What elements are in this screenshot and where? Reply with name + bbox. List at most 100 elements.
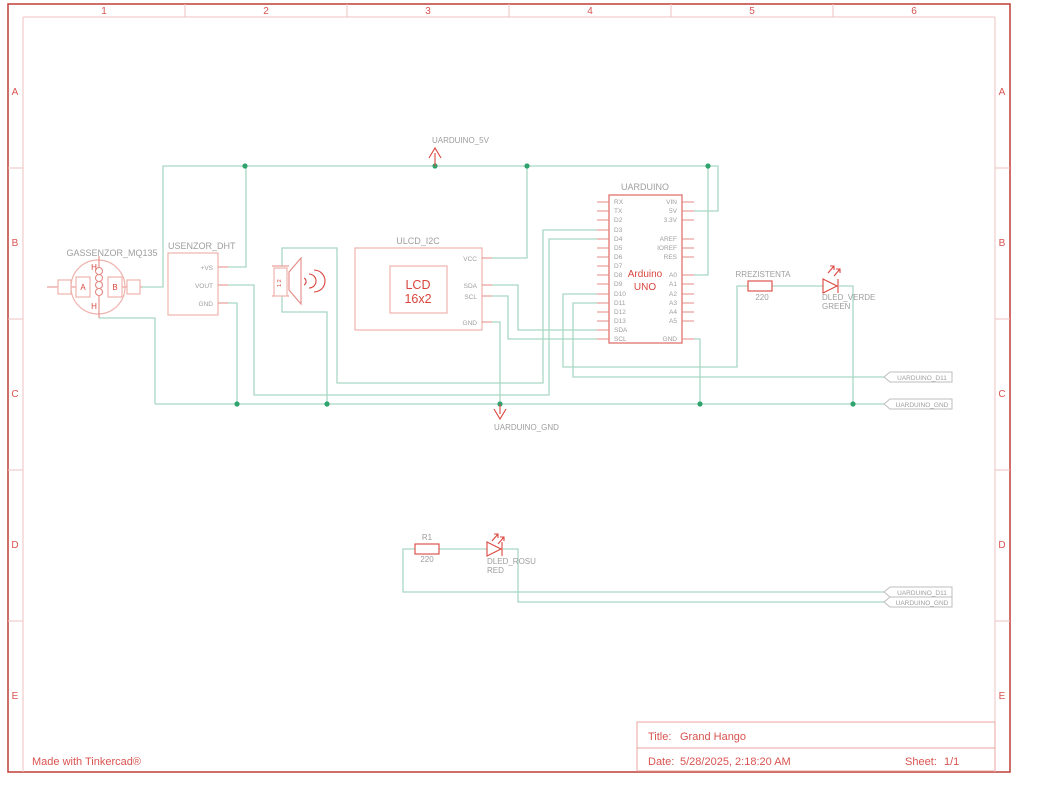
wire-r1-left[interactable] — [402, 548, 884, 593]
frame-col-6: 6 — [911, 6, 917, 17]
lcd-pin-sda: SDA — [464, 283, 478, 290]
wire-lcd-sda[interactable] — [492, 284, 597, 331]
net-flag-gnd-upper[interactable]: UARDUINO_GND — [883, 398, 953, 410]
power-5v-label: UARDUINO_5V — [432, 136, 490, 145]
title-label: Title: — [648, 731, 671, 743]
arduino-pin-d3: D3 — [614, 227, 623, 234]
arduino-pin-d7: D7 — [614, 263, 623, 270]
wire-speaker-gnd[interactable] — [281, 296, 328, 404]
frame-row-c-right: C — [998, 389, 1005, 400]
lcd-display-line2: 16x2 — [404, 292, 431, 306]
arduino-pin-rx: RX — [614, 199, 624, 206]
net-flag-d11-lower[interactable]: UARDUINO_D11 — [883, 586, 953, 598]
arduino-pin-gnd: GND — [663, 336, 678, 343]
arduino-pin-5v: 5V — [669, 208, 678, 215]
wire-a0[interactable] — [694, 166, 709, 276]
wire-speaker-top[interactable] — [281, 229, 597, 384]
net-flag-d11-upper[interactable]: UARDUINO_D11 — [883, 371, 953, 383]
arduino-pin-scl: SCL — [614, 336, 627, 343]
arduino-pin-d4: D4 — [614, 236, 623, 243]
date-label: Date: — [648, 756, 674, 768]
arduino-pin-d13: D13 — [614, 318, 626, 325]
arduino-pin-d9: D9 — [614, 281, 623, 288]
frame-row-d-right: D — [998, 540, 1005, 551]
component-resistor-green[interactable]: RREZISTENTA 220 — [736, 270, 792, 302]
gas-pin-a-label: A — [80, 283, 86, 292]
wire-arduino-gnd[interactable] — [694, 338, 701, 404]
lcd-display-line1: LCD — [405, 278, 430, 292]
arduino-pin-a4: A4 — [669, 309, 677, 316]
arduino-label-line2: UNO — [634, 282, 656, 293]
wire-lcd-scl[interactable] — [492, 295, 597, 340]
net-flag-gnd-lower-label: UARDUINO_GND — [896, 600, 949, 607]
component-gas-sensor[interactable]: A B H H GASSENZOR_MQ135 — [47, 248, 158, 318]
dht-pin-vs: +VS — [201, 265, 214, 272]
sheet-value: 1/1 — [944, 756, 959, 768]
dht-name: USENZOR_DHT — [168, 241, 236, 251]
frame-row-a-right: A — [999, 87, 1006, 98]
arduino-pin-a3: A3 — [669, 300, 677, 307]
component-lcd[interactable]: ULCD_I2C LCD 16x2 VCC SDA SCL GND — [354, 236, 492, 331]
wire-dht-gnd[interactable] — [228, 302, 238, 404]
component-led-red[interactable]: DLED_ROSU RED — [486, 533, 536, 575]
arduino-label-line1: Arduino — [628, 269, 663, 280]
power-5v-symbol[interactable]: UARDUINO_5V — [428, 136, 490, 166]
frame-col-3: 3 — [425, 6, 431, 17]
component-resistor-red[interactable]: R1 220 — [414, 533, 440, 564]
resistor-green-value: 220 — [755, 293, 769, 302]
dht-pin-gnd: GND — [199, 301, 214, 308]
power-gnd-label: UARDUINO_GND — [494, 423, 559, 432]
wire-d11-flag[interactable] — [572, 302, 884, 378]
wire-ledgreen-gnd[interactable] — [839, 285, 854, 404]
arduino-pin-a1: A1 — [669, 281, 677, 288]
lcd-pin-vcc: VCC — [463, 256, 477, 263]
arduino-pin-3v3: 3.3V — [664, 217, 678, 224]
gas-pin-b-label: B — [112, 283, 117, 292]
component-speaker[interactable]: 1 2 — [272, 256, 326, 306]
led-green-name: DLED_VERDE — [822, 293, 875, 302]
wire-ledred-gnd[interactable] — [503, 548, 884, 603]
component-dht-sensor[interactable]: USENZOR_DHT +VS VOUT GND — [167, 241, 236, 316]
wire-d10-resistor[interactable] — [562, 285, 748, 368]
component-arduino[interactable]: UARDUINO Arduino UNO RX TX D2 D3 D4 D5 D… — [597, 182, 694, 344]
arduino-pin-a5: A5 — [669, 318, 677, 325]
arduino-pin-d6: D6 — [614, 254, 623, 261]
speaker-pins-label: 1 2 — [277, 279, 283, 287]
arduino-pin-ioref: IOREF — [657, 245, 677, 252]
arduino-pin-d12: D12 — [614, 309, 626, 316]
frame-col-2: 2 — [263, 6, 269, 17]
frame-row-c-left: C — [11, 389, 18, 400]
junction-dots — [234, 163, 856, 407]
arduino-pin-d11: D11 — [614, 300, 626, 307]
wire-dht-vs[interactable] — [228, 166, 247, 268]
power-gnd-symbol[interactable]: UARDUINO_GND — [493, 404, 559, 432]
net-flag-d11-upper-label: UARDUINO_D11 — [897, 375, 947, 382]
resistor-red-name: R1 — [422, 533, 433, 542]
gas-sensor-name: GASSENZOR_MQ135 — [66, 248, 157, 258]
wire-dht-vout[interactable] — [228, 238, 597, 396]
arduino-pin-d5: D5 — [614, 245, 623, 252]
wire-lcd-gnd[interactable] — [492, 321, 501, 404]
lcd-pin-scl: SCL — [464, 294, 477, 301]
frame-row-b-left: B — [12, 238, 19, 249]
wire-gas-gnd[interactable] — [99, 317, 156, 404]
frame-col-4: 4 — [587, 6, 593, 17]
gas-pin-h-bottom-label: H — [91, 302, 97, 311]
wire-5v-rail[interactable] — [142, 165, 719, 288]
frame-row-b-right: B — [999, 238, 1006, 249]
title-block: Title: Grand Hango Date: 5/28/2025, 2:18… — [636, 721, 996, 772]
net-flag-gnd-lower[interactable]: UARDUINO_GND — [883, 596, 953, 608]
wires[interactable] — [99, 165, 884, 603]
component-led-green[interactable]: DLED_VERDE GREEN — [822, 265, 875, 311]
frame-row-d-left: D — [11, 540, 18, 551]
frame-row-e-right: E — [999, 691, 1006, 702]
net-flag-gnd-upper-label: UARDUINO_GND — [896, 402, 949, 409]
tinkercad-credit: Made with Tinkercad® — [32, 756, 141, 768]
resistor-red-value: 220 — [420, 555, 434, 564]
led-green-color: GREEN — [822, 302, 851, 311]
title-value: Grand Hango — [680, 731, 746, 743]
wire-lcd-vcc[interactable] — [492, 166, 528, 259]
arduino-pin-d8: D8 — [614, 272, 623, 279]
gas-pin-h-top-label: H — [91, 263, 97, 272]
